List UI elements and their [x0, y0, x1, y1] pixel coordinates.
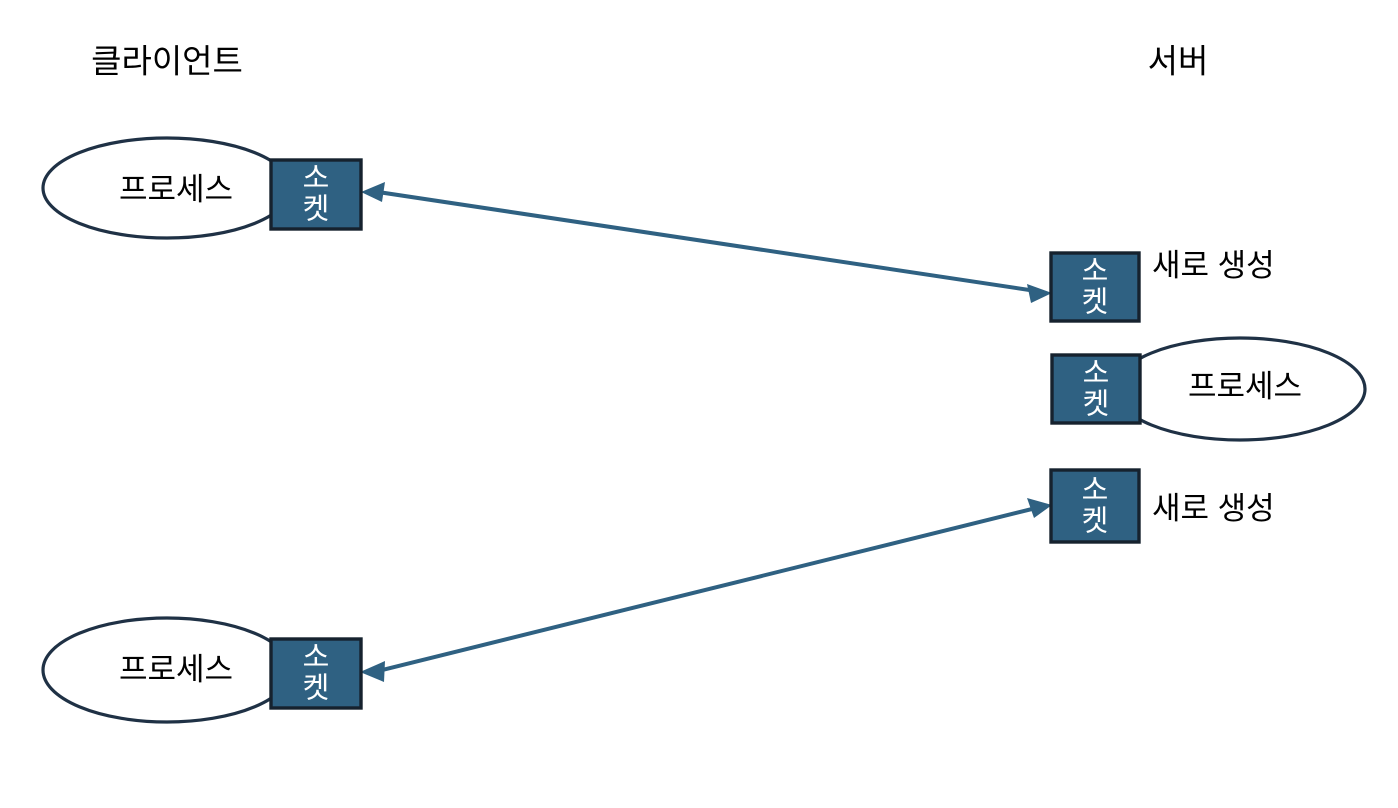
client-socket-top[interactable]: 소 켓 [269, 158, 363, 231]
socket-label-line1: 소 [1082, 475, 1109, 507]
socket-box[interactable] [1049, 468, 1141, 544]
socket-box[interactable] [269, 158, 363, 231]
client-column-title: 클라이언트 [91, 43, 243, 80]
server-socket-bottom-note: 새로 생성 [1152, 491, 1275, 526]
arrowhead-left-top [361, 182, 385, 202]
socket-box[interactable] [1049, 251, 1141, 323]
process-label: 프로세스 [119, 652, 233, 687]
connection-top [361, 182, 1052, 303]
arrowhead-right-bottom [1027, 498, 1052, 518]
socket-label-line2: 켓 [303, 193, 330, 226]
socket-label-line1: 소 [303, 642, 330, 674]
connection-bottom [360, 498, 1052, 682]
client-socket-bottom[interactable]: 소 켓 [269, 637, 363, 710]
server-process-socket[interactable]: 소 켓 [1050, 353, 1142, 425]
connector-line-top [377, 190, 1037, 293]
socket-label-line2: 켓 [1082, 505, 1109, 538]
socket-box[interactable] [269, 637, 363, 710]
socket-label-line2: 켓 [1083, 388, 1110, 421]
server-socket-top-note: 새로 생성 [1152, 248, 1275, 283]
connector-line-bottom [377, 506, 1037, 673]
client-process-bottom: 프로세스 [41, 616, 293, 724]
server-column-title: 서버 [1148, 43, 1209, 80]
arrowhead-left-bottom [360, 661, 385, 682]
socket-label-line1: 소 [303, 163, 330, 195]
socket-label-line2: 켓 [1082, 286, 1109, 319]
client-process-top: 프로세스 [41, 136, 293, 240]
socket-label-line1: 소 [1083, 358, 1110, 390]
arrowhead-right-top [1027, 284, 1052, 303]
server-socket-bottom[interactable]: 소 켓 [1049, 468, 1141, 544]
socket-label-line2: 켓 [303, 672, 330, 705]
server-process: 프로세스 [1113, 336, 1367, 442]
socket-box[interactable] [1050, 353, 1142, 425]
process-label: 프로세스 [119, 172, 233, 207]
socket-label-line1: 소 [1082, 256, 1109, 288]
server-socket-top[interactable]: 소 켓 [1049, 251, 1141, 323]
process-label: 프로세스 [1188, 369, 1302, 404]
